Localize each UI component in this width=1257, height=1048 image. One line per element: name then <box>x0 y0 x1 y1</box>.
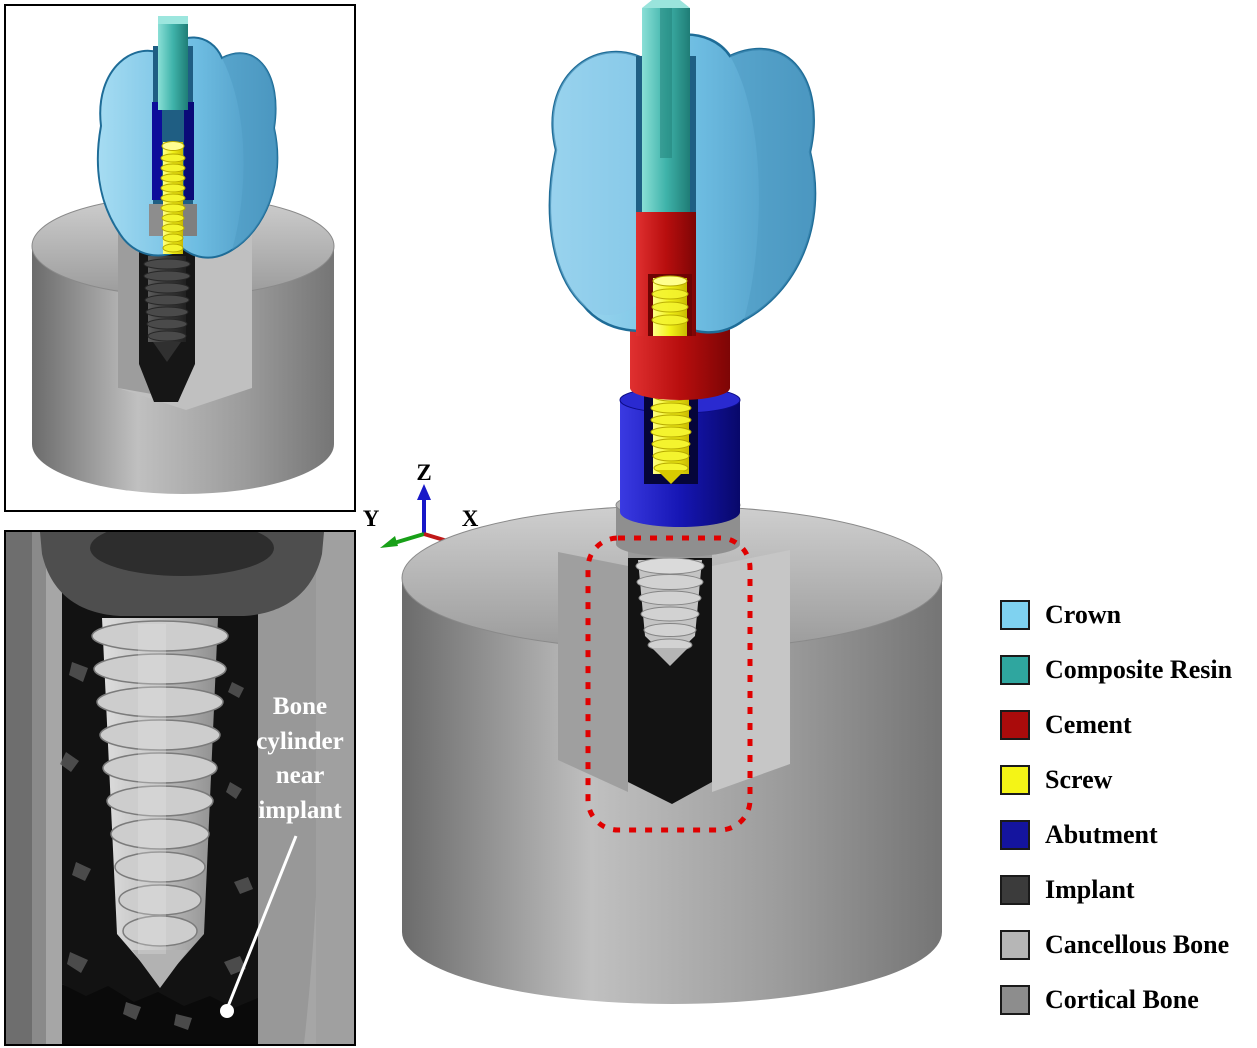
exploded-assembly-render <box>401 0 943 1004</box>
abutment-cut-right <box>184 102 194 200</box>
cement-body-3d <box>630 318 730 400</box>
cancellous-bone-color-swatch <box>1000 930 1030 960</box>
screw-head-3d <box>648 274 692 336</box>
implant-neck-right <box>183 204 197 236</box>
implant-neck-left <box>149 204 163 236</box>
cancellous-speckle-texture <box>60 662 253 1030</box>
implant-zoom-render <box>6 532 354 1044</box>
annotation-dot <box>220 1004 234 1018</box>
axis-x-label: X <box>462 506 479 531</box>
abutment-cut-left <box>152 102 162 200</box>
legend-label: Crown <box>1045 600 1122 629</box>
composite-resin-post <box>158 16 188 110</box>
annotation-leader-line <box>225 835 298 1010</box>
legend-label: Cancellous Bone <box>1045 930 1230 959</box>
axis-z-arrowhead <box>417 484 431 500</box>
axis-y-label: Y <box>363 506 380 531</box>
legend: Crown Composite Resin Cement Screw Abutm… <box>1000 600 1232 1015</box>
axis-y-arrowhead <box>380 536 398 548</box>
highlight-box <box>585 535 753 833</box>
bone-cut-face-right <box>712 550 790 792</box>
screw-shaft-3d <box>650 390 692 484</box>
abutment-color-swatch <box>1000 820 1030 850</box>
cement-color-swatch <box>1000 710 1030 740</box>
bone-cut-face-left <box>558 552 628 792</box>
legend-label: Cortical Bone <box>1045 985 1199 1014</box>
screw-3d <box>160 141 186 254</box>
implant-screw <box>91 618 229 988</box>
assembled-model-render <box>31 16 335 494</box>
implant-zoom-panel: Bone cylinder near implant <box>4 530 356 1046</box>
implant-dark <box>143 256 191 362</box>
composite-resin-color-swatch <box>1000 655 1030 685</box>
implant-color-swatch <box>1000 875 1030 905</box>
axis-y-arrow <box>393 532 425 545</box>
legend-item-implant: Implant <box>1000 875 1232 905</box>
axis-z-label: Z <box>416 460 431 485</box>
cortical-bone-color-swatch <box>1000 985 1030 1015</box>
legend-label: Abutment <box>1045 820 1158 849</box>
legend-label: Implant <box>1045 875 1135 904</box>
legend-label: Screw <box>1045 765 1113 794</box>
screw-color-swatch <box>1000 765 1030 795</box>
legend-label: Composite Resin <box>1045 655 1233 684</box>
implant-platform <box>40 532 324 616</box>
legend-item-screw: Screw <box>1000 765 1232 795</box>
assembled-model-panel <box>4 4 356 512</box>
legend-item-crown: Crown <box>1000 600 1232 630</box>
crown-color-swatch <box>1000 600 1030 630</box>
exploded-assembly-view <box>390 0 965 1035</box>
legend-item-composite-resin: Composite Resin <box>1000 655 1232 685</box>
legend-item-cancellous-bone: Cancellous Bone <box>1000 930 1232 960</box>
legend-label: Cement <box>1045 710 1132 739</box>
legend-item-abutment: Abutment <box>1000 820 1232 850</box>
legend-item-cortical-bone: Cortical Bone <box>1000 985 1232 1015</box>
composite-resin-post <box>642 0 690 214</box>
zoom-annotation-label: Bone cylinder near implant <box>256 693 344 824</box>
implant-3d <box>635 557 705 666</box>
legend-item-cement: Cement <box>1000 710 1232 740</box>
